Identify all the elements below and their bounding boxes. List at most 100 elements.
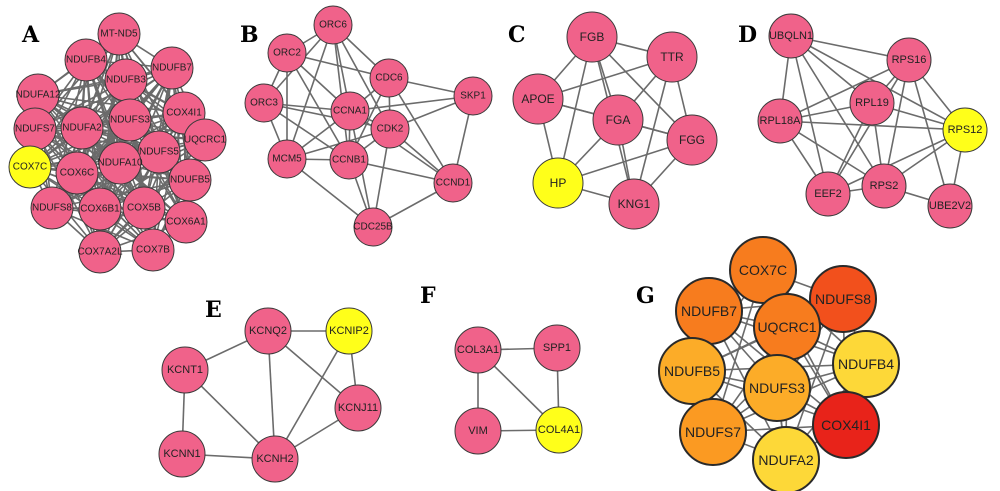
node-circle [267,139,307,179]
node-circle [369,58,409,98]
edge [332,24,391,130]
node-ndufa10: NDUFA10 [97,141,143,185]
node-circle [433,163,473,203]
node-circle [251,435,299,483]
node-col4a1: COL4A1 [535,406,583,454]
node-label: COX7A2L [77,247,122,258]
edge [51,179,191,209]
node-circle [30,186,74,230]
node-circle [861,163,907,209]
node-circle [244,307,292,355]
node-label: UQCRC1 [184,135,227,146]
node-ccnd1: CCND1 [433,163,473,203]
node-ubqln1: UBQLN1 [768,13,814,59]
node-circle [942,107,988,153]
node-label: COX6A1 [166,217,206,228]
node-label: CCND1 [436,178,471,189]
node-label: RPS2 [870,180,899,192]
node-rps2: RPS2 [861,163,907,209]
node-kcnj11: KCNJ11 [334,384,382,432]
node-ndufs5: NDUFS5 [137,130,181,174]
node-apoe: APOE [512,73,564,125]
node-rps12: RPS12 [942,107,988,153]
panel-label: D [738,22,757,48]
node-circle [533,324,581,372]
node-orc3: ORC3 [244,83,284,123]
node-ndufb4: NDUFB4 [832,330,900,398]
node-circle [325,307,373,355]
node-spp1: SPP1 [533,324,581,372]
node-label: CDC25B [353,222,393,233]
node-circle [768,13,814,59]
node-ndufs7: NDUFS7 [679,398,747,466]
node-uqcrc1: UQCRC1 [183,118,227,162]
node-circle [78,187,122,231]
node-cox5b: COX5B [122,186,166,230]
node-label: RPS16 [892,54,927,66]
node-cox7c: COX7C [729,236,797,304]
panel-label: F [420,283,436,309]
node-ndufb7: NDUFB7 [150,46,194,90]
node-ndufa2: NDUFA2 [752,426,820,491]
node-ndufb4: NDUFB4 [64,38,108,82]
node-label: NDUFS3 [749,380,805,396]
node-label: FGA [606,113,631,127]
edge [81,127,154,251]
node-ccnb1: CCNB1 [329,140,369,180]
node-circle [183,118,227,162]
node-label: NDUFS8 [32,203,72,214]
node-label: KCNH2 [256,453,293,465]
node-circle [97,12,141,56]
edge [790,35,885,187]
node-ndufb5: NDUFB5 [168,158,212,202]
node-label: NDUFA2 [62,123,102,134]
node-label: FGG [679,133,705,147]
panel-d: UBQLN1RPS16RPL19RPL18ARPS12EEF2RPS2UBE2V… [738,13,988,229]
node-label: UQCRC1 [757,319,816,335]
node-circle [608,178,660,230]
node-mt-nd5: MT-ND5 [97,12,141,56]
node-circle [454,326,502,374]
node-cdc6: CDC6 [369,58,409,98]
node-label: NDUFB3 [106,75,146,86]
node-kng1: KNG1 [608,178,660,230]
node-circle [161,346,209,394]
edge [349,110,454,184]
node-circle [122,186,166,230]
node-label: NDUFB4 [838,356,894,372]
edge [827,59,910,195]
node-rpl19: RPL19 [849,80,895,126]
node-label: ORC2 [273,48,301,59]
node-hp: HP [532,157,584,209]
node-label: NDUFB7 [152,63,192,74]
node-label: MCM5 [272,154,302,165]
panel-label: A [21,22,40,48]
node-circle [512,73,564,125]
node-circle [108,98,152,142]
panel-label: B [240,22,259,48]
node-circle [532,157,584,209]
node-circle [812,391,880,459]
node-cox7c: COX7C [8,145,52,189]
node-circle [55,151,99,195]
node-label: COX6C [60,168,94,179]
node-label: KNG1 [618,197,651,211]
node-ndufs8: NDUFS8 [30,186,74,230]
node-ndufs7: NDUFS7 [13,107,57,151]
node-label: NDUFB7 [681,303,737,319]
node-kcnt1: KCNT1 [161,346,209,394]
node-ndufs3: NDUFS3 [108,98,152,142]
node-ndufs3: NDUFS3 [743,354,811,422]
node-rps16: RPS16 [886,37,932,83]
node-label: NDUFB4 [66,55,106,66]
node-label: NDUFA2 [758,452,813,468]
node-label: TTR [660,50,684,64]
node-circle [752,426,820,491]
node-label: RPS12 [948,124,983,136]
node-circle [849,80,895,126]
panel-label: G [636,283,655,309]
